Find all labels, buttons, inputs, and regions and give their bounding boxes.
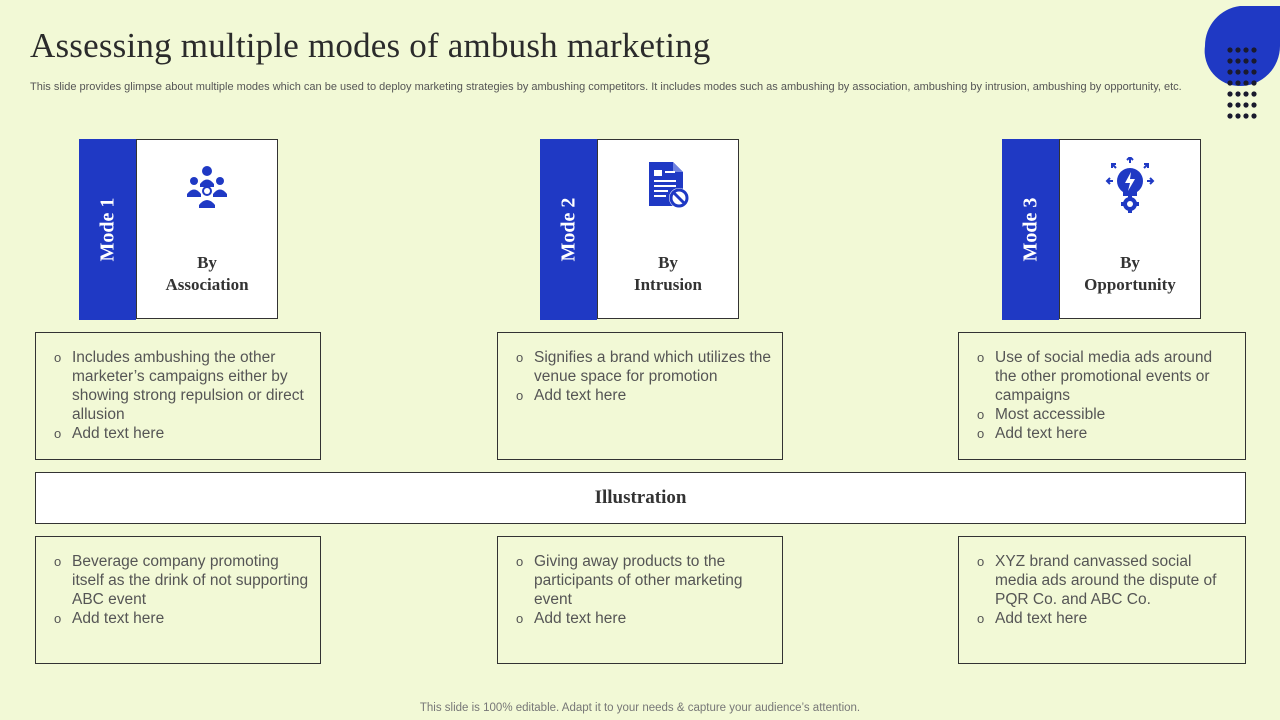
decorative-corner-graphic <box>1204 6 1280 119</box>
mode-card-2: Mode 2 By Intrusion <box>540 139 739 320</box>
list-item: Add text here <box>54 609 312 628</box>
mode-icon-box <box>136 139 278 230</box>
team-meeting-icon <box>187 165 227 208</box>
mode-label: Mode 2 <box>557 197 580 262</box>
list-item: Add text here <box>516 386 774 405</box>
list-item: Add text here <box>977 609 1237 628</box>
mode-description-box-2: Signifies a brand which utilizes the ven… <box>497 332 783 460</box>
list-item: Beverage company promoting itself as the… <box>54 552 312 609</box>
slide-subtitle: This slide provides glimpse about multip… <box>30 81 1182 93</box>
list-item: Add text here <box>516 609 774 628</box>
list-item: Giving away products to the participants… <box>516 552 774 609</box>
list-item: Add text here <box>54 424 312 443</box>
illustration-box-3: XYZ brand canvassed social media ads aro… <box>958 536 1246 664</box>
list-item: Signifies a brand which utilizes the ven… <box>516 348 774 386</box>
mode-description-box-1: Includes ambushing the other marketer’s … <box>35 332 321 460</box>
mode-label-strip: Mode 2 <box>540 139 597 320</box>
footer-note: This slide is 100% editable. Adapt it to… <box>419 702 861 714</box>
mode-icon-box <box>597 139 739 230</box>
mode-name-box: By Intrusion <box>597 229 739 319</box>
mode-card-3: Mode 3 By Opportunity <box>1002 139 1201 320</box>
blocked-document-icon <box>649 161 689 208</box>
slide-title: Assessing multiple modes of ambush marke… <box>30 26 711 65</box>
list-item: XYZ brand canvassed social media ads aro… <box>977 552 1237 609</box>
mode-label: Mode 3 <box>1019 197 1042 262</box>
mode-icon-box <box>1059 139 1201 230</box>
mode-label: Mode 1 <box>96 197 119 262</box>
illustration-box-2: Giving away products to the participants… <box>497 536 783 664</box>
illustration-box-1: Beverage company promoting itself as the… <box>35 536 321 664</box>
list-item: Includes ambushing the other marketer’s … <box>54 348 312 424</box>
mode-name: By Intrusion <box>633 252 703 294</box>
mode-card-1: Mode 1 By Association <box>79 139 278 320</box>
mode-description-box-3: Use of social media ads around the other… <box>958 332 1246 460</box>
mode-name-box: By Opportunity <box>1059 229 1201 319</box>
list-item: Add text here <box>977 424 1237 443</box>
mode-label-strip: Mode 3 <box>1002 139 1059 320</box>
mode-name: By Association <box>165 252 249 294</box>
idea-bulb-gear-icon <box>1105 156 1155 213</box>
mode-name: By Opportunity <box>1084 252 1176 294</box>
list-item: Most accessible <box>977 405 1237 424</box>
illustration-heading: Illustration <box>35 472 1246 524</box>
mode-name-box: By Association <box>136 229 278 319</box>
mode-label-strip: Mode 1 <box>79 139 136 320</box>
list-item: Use of social media ads around the other… <box>977 348 1237 405</box>
